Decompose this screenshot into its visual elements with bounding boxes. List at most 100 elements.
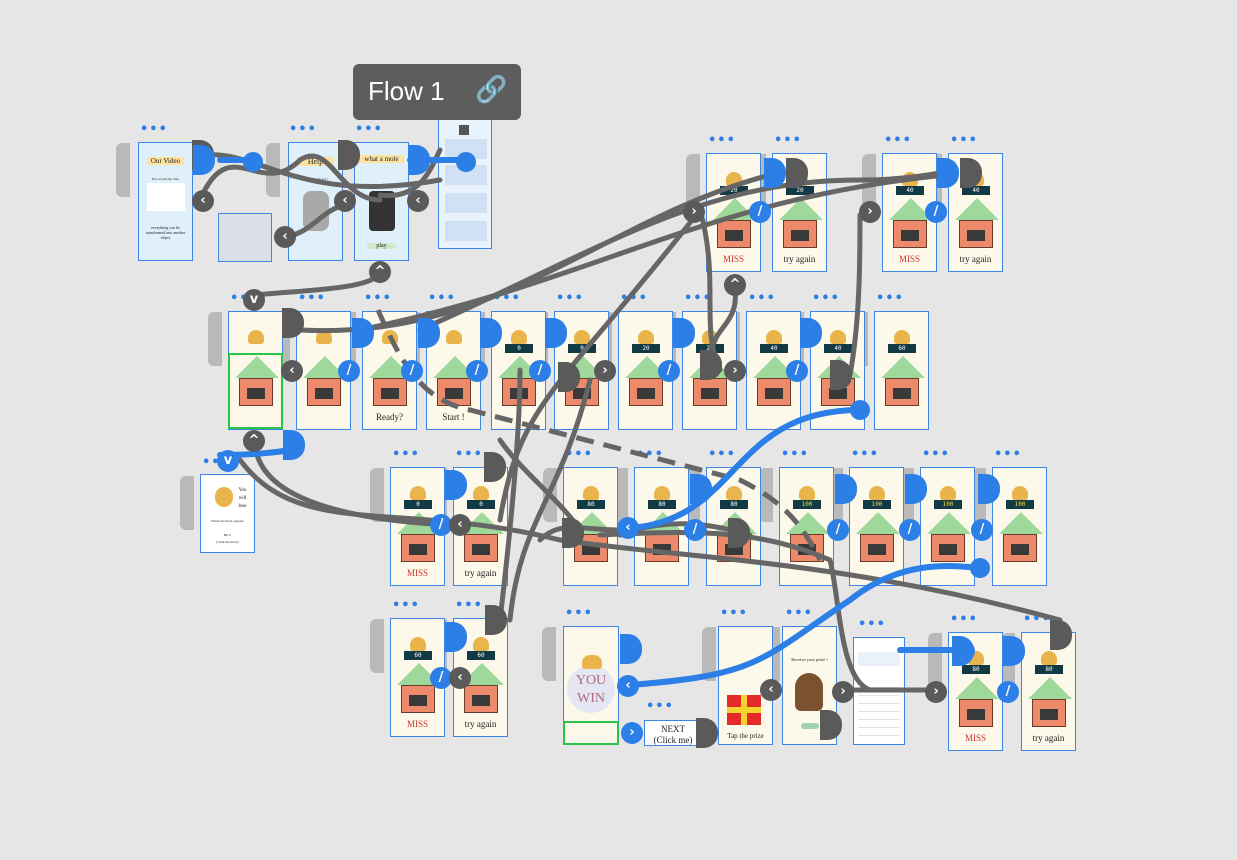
frame-menu-dots[interactable]: ••• bbox=[636, 447, 664, 462]
connection-handle-icon[interactable]: / bbox=[466, 360, 488, 382]
connection-port[interactable] bbox=[408, 145, 430, 175]
connection-handle-icon[interactable]: / bbox=[971, 519, 993, 541]
connection-handle-icon[interactable]: / bbox=[401, 360, 423, 382]
connection-port[interactable] bbox=[960, 158, 982, 188]
connection-handle-icon[interactable]: ‹ bbox=[760, 679, 782, 701]
connection-handle-icon[interactable]: / bbox=[899, 519, 921, 541]
mole-image[interactable] bbox=[894, 330, 910, 344]
mole-image[interactable] bbox=[574, 330, 590, 344]
what-a-mole-screen[interactable]: what a mole play bbox=[354, 142, 409, 261]
game-screen[interactable]: 80 bbox=[634, 467, 689, 586]
connection-handle-icon[interactable]: / bbox=[786, 360, 808, 382]
next-button[interactable]: NEXT (Click me) bbox=[644, 720, 702, 746]
connection-handle-icon[interactable]: › bbox=[832, 681, 854, 703]
connection-handle-icon[interactable]: ^ bbox=[724, 274, 746, 296]
mole-image[interactable] bbox=[473, 486, 489, 500]
frame-menu-dots[interactable]: ••• bbox=[922, 447, 950, 462]
connection-handle-icon[interactable]: ‹ bbox=[274, 226, 296, 248]
mole-image[interactable] bbox=[638, 330, 654, 344]
frame-menu-dots[interactable]: ••• bbox=[556, 291, 584, 306]
settings-screen[interactable] bbox=[853, 637, 905, 745]
frame-menu-dots[interactable]: ••• bbox=[812, 291, 840, 306]
connection-endpoint[interactable] bbox=[456, 152, 476, 172]
frame-menu-dots[interactable]: ••• bbox=[493, 291, 521, 306]
mole-image[interactable] bbox=[410, 637, 426, 651]
mole-image[interactable] bbox=[583, 486, 599, 500]
connection-endpoint[interactable] bbox=[970, 558, 990, 578]
link-icon[interactable]: 🔗 bbox=[475, 74, 508, 104]
mole-image[interactable] bbox=[869, 486, 885, 500]
hotspot-area[interactable] bbox=[228, 353, 283, 429]
frame-menu-dots[interactable]: ••• bbox=[781, 447, 809, 462]
flow-label[interactable]: Flow 1 🔗 bbox=[353, 64, 521, 120]
connection-endpoint[interactable] bbox=[243, 152, 263, 172]
mole-image[interactable] bbox=[446, 330, 462, 344]
frame-menu-dots[interactable]: ••• bbox=[455, 447, 483, 462]
connection-handle-icon[interactable]: › bbox=[621, 722, 643, 744]
frame-menu-dots[interactable]: ••• bbox=[748, 291, 776, 306]
frame-menu-dots[interactable]: ••• bbox=[851, 447, 879, 462]
connection-endpoint[interactable] bbox=[850, 400, 870, 420]
connection-handle-icon[interactable]: / bbox=[925, 201, 947, 223]
connection-handle-icon[interactable]: ^ bbox=[369, 261, 391, 283]
frame-menu-dots[interactable]: ••• bbox=[565, 447, 593, 462]
connection-handle-icon[interactable]: › bbox=[859, 201, 881, 223]
frame-menu-dots[interactable]: ••• bbox=[994, 447, 1022, 462]
mole-image[interactable] bbox=[654, 486, 670, 500]
frame-menu-dots[interactable]: ••• bbox=[876, 291, 904, 306]
connection-handle-icon[interactable]: › bbox=[724, 360, 746, 382]
mole-image[interactable] bbox=[726, 172, 742, 186]
frame-menu-dots[interactable]: ••• bbox=[785, 606, 813, 621]
mole-image[interactable] bbox=[511, 330, 527, 344]
mole-image[interactable] bbox=[1012, 486, 1028, 500]
mole-image[interactable] bbox=[940, 486, 956, 500]
connection-handle-icon[interactable]: ‹ bbox=[192, 190, 214, 212]
mole-image[interactable] bbox=[766, 330, 782, 344]
frame-menu-dots[interactable]: ••• bbox=[1023, 612, 1051, 627]
frame-menu-dots[interactable]: ••• bbox=[708, 447, 736, 462]
mole-image[interactable] bbox=[316, 330, 332, 344]
connection-port[interactable] bbox=[820, 710, 842, 740]
connection-handle-icon[interactable]: / bbox=[827, 519, 849, 541]
keyboard-screen[interactable] bbox=[218, 213, 272, 262]
collect-button[interactable] bbox=[801, 723, 819, 729]
mole-image[interactable] bbox=[726, 486, 742, 500]
frame-menu-dots[interactable]: ••• bbox=[708, 133, 736, 148]
connection-port[interactable] bbox=[620, 634, 642, 664]
frame-menu-dots[interactable]: ••• bbox=[298, 291, 326, 306]
connection-port[interactable] bbox=[283, 430, 305, 460]
connection-handle-icon[interactable]: ‹ bbox=[449, 514, 471, 536]
frame-menu-dots[interactable]: ••• bbox=[428, 291, 456, 306]
connection-handle-icon[interactable]: ‹ bbox=[281, 360, 303, 382]
video-thumbnail[interactable] bbox=[147, 183, 185, 211]
frame-menu-dots[interactable]: ••• bbox=[858, 617, 886, 632]
frame-menu-dots[interactable]: ••• bbox=[355, 122, 383, 137]
connection-handle-icon[interactable]: / bbox=[684, 519, 706, 541]
frame-menu-dots[interactable]: ••• bbox=[392, 447, 420, 462]
frame-menu-dots[interactable]: ••• bbox=[884, 133, 912, 148]
game-screen[interactable]: 100 bbox=[849, 467, 904, 586]
mole-image[interactable] bbox=[248, 330, 264, 344]
connection-handle-icon[interactable]: › bbox=[925, 681, 947, 703]
connection-handle-icon[interactable]: / bbox=[430, 667, 452, 689]
game-screen[interactable]: 100 bbox=[992, 467, 1047, 586]
frame-menu-dots[interactable]: ••• bbox=[392, 598, 420, 613]
mole-image[interactable] bbox=[702, 330, 718, 344]
connection-handle-icon[interactable]: › bbox=[683, 201, 705, 223]
mole-image[interactable] bbox=[902, 172, 918, 186]
frame-menu-dots[interactable]: ••• bbox=[565, 606, 593, 621]
game-screen[interactable]: 100 bbox=[920, 467, 975, 586]
mole-image[interactable] bbox=[382, 330, 398, 344]
play-button[interactable]: play bbox=[367, 243, 396, 249]
connection-port[interactable] bbox=[445, 622, 467, 652]
mole-image[interactable] bbox=[1041, 651, 1057, 665]
video-screen[interactable]: Our Video First set play the video every… bbox=[138, 142, 193, 261]
frame-menu-dots[interactable]: ••• bbox=[620, 291, 648, 306]
frame-menu-dots[interactable]: ••• bbox=[364, 291, 392, 306]
frame-menu-dots[interactable]: ••• bbox=[950, 133, 978, 148]
frame-menu-dots[interactable]: ••• bbox=[646, 699, 674, 714]
connection-handle-icon[interactable]: ‹ bbox=[617, 517, 639, 539]
frame-menu-dots[interactable]: ••• bbox=[774, 133, 802, 148]
hotspot-area[interactable] bbox=[563, 721, 619, 745]
